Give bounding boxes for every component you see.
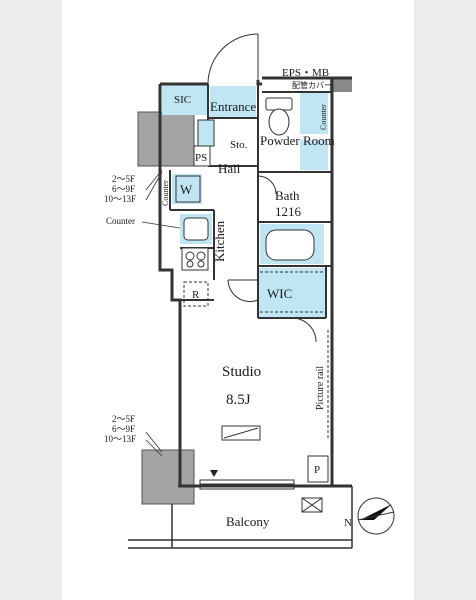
kitchen-sink: [183, 217, 209, 241]
wic-area: [258, 268, 326, 318]
hall-label: Hall: [218, 161, 241, 176]
ps-box-upper: [193, 145, 211, 167]
entrance-label: Entrance: [210, 99, 256, 114]
floor-mark-diagonal: [223, 427, 259, 439]
floors-upper-2: 6～9F: [112, 184, 135, 194]
balcony-drain: [301, 497, 323, 513]
floors-upper-1: 2～5F: [112, 174, 135, 184]
bathtub: [265, 229, 315, 261]
leader-lines: [141, 169, 181, 457]
column-right: [330, 78, 352, 92]
floors-lower-3: 10～13F: [104, 434, 136, 444]
window-marker: [210, 470, 218, 477]
interior-doors: [227, 175, 317, 343]
ps-box-lower: [307, 455, 329, 483]
shaft-upper-left: [137, 111, 195, 167]
w-area: [172, 174, 202, 204]
outer-walls: [158, 76, 352, 488]
pipe-cover-label: 配管カバー: [292, 80, 332, 90]
shaft-lower-left: [141, 449, 195, 505]
studio-label: Studio: [222, 364, 261, 380]
eps-mb-label: EPS・MB: [282, 67, 329, 79]
kitchen-label: Kitchen: [212, 220, 227, 262]
cooktop: [181, 247, 209, 271]
entrance-area: [210, 86, 256, 118]
sic-label: SIC: [174, 94, 191, 106]
wic-shelves: [260, 271, 324, 313]
picture-rail-label: Picture rail: [315, 366, 326, 410]
floors-lower-1: 2～5F: [112, 414, 135, 424]
counter-right-label: Counter: [319, 104, 328, 130]
bath-size-label: 1216: [275, 204, 302, 219]
bath-label: Bath: [275, 188, 300, 203]
refrigerator-box: [183, 281, 209, 307]
pipe-cover-area: [300, 92, 328, 134]
toilet: [265, 97, 293, 136]
floor-plan-canvas: SIC Entrance Sto. PS Powder Room Hall W …: [62, 0, 414, 600]
refrigerator-label: R: [192, 289, 200, 301]
counter-left-label: Counter: [106, 216, 135, 226]
powder-lav-area: [300, 140, 328, 170]
sto-label: Sto.: [230, 139, 248, 151]
compass: [357, 497, 395, 535]
floor-plan: SIC Entrance Sto. PS Powder Room Hall W …: [104, 33, 395, 549]
compass-north-label: N: [344, 517, 352, 529]
wic-label: WIC: [267, 286, 292, 301]
w-label: W: [180, 182, 193, 197]
floors-lower-2: 6～9F: [112, 424, 135, 434]
balcony-label: Balcony: [226, 514, 270, 529]
studio-size-label: 8.5J: [226, 392, 251, 408]
balcony-outline: [128, 486, 353, 549]
entrance-door: [207, 33, 259, 85]
washer: [175, 175, 201, 203]
ps-lower-label: P: [314, 464, 320, 476]
studio-window: [199, 479, 295, 490]
floor-mark: [221, 425, 261, 441]
floors-upper-3: 10～13F: [104, 194, 136, 204]
ps-upper-label: PS: [195, 152, 207, 164]
sic-area: [162, 85, 208, 115]
counter-vertical-label: Counter: [161, 180, 170, 206]
powder-room-label: Powder Room: [260, 133, 335, 148]
storage-box: [197, 119, 215, 147]
